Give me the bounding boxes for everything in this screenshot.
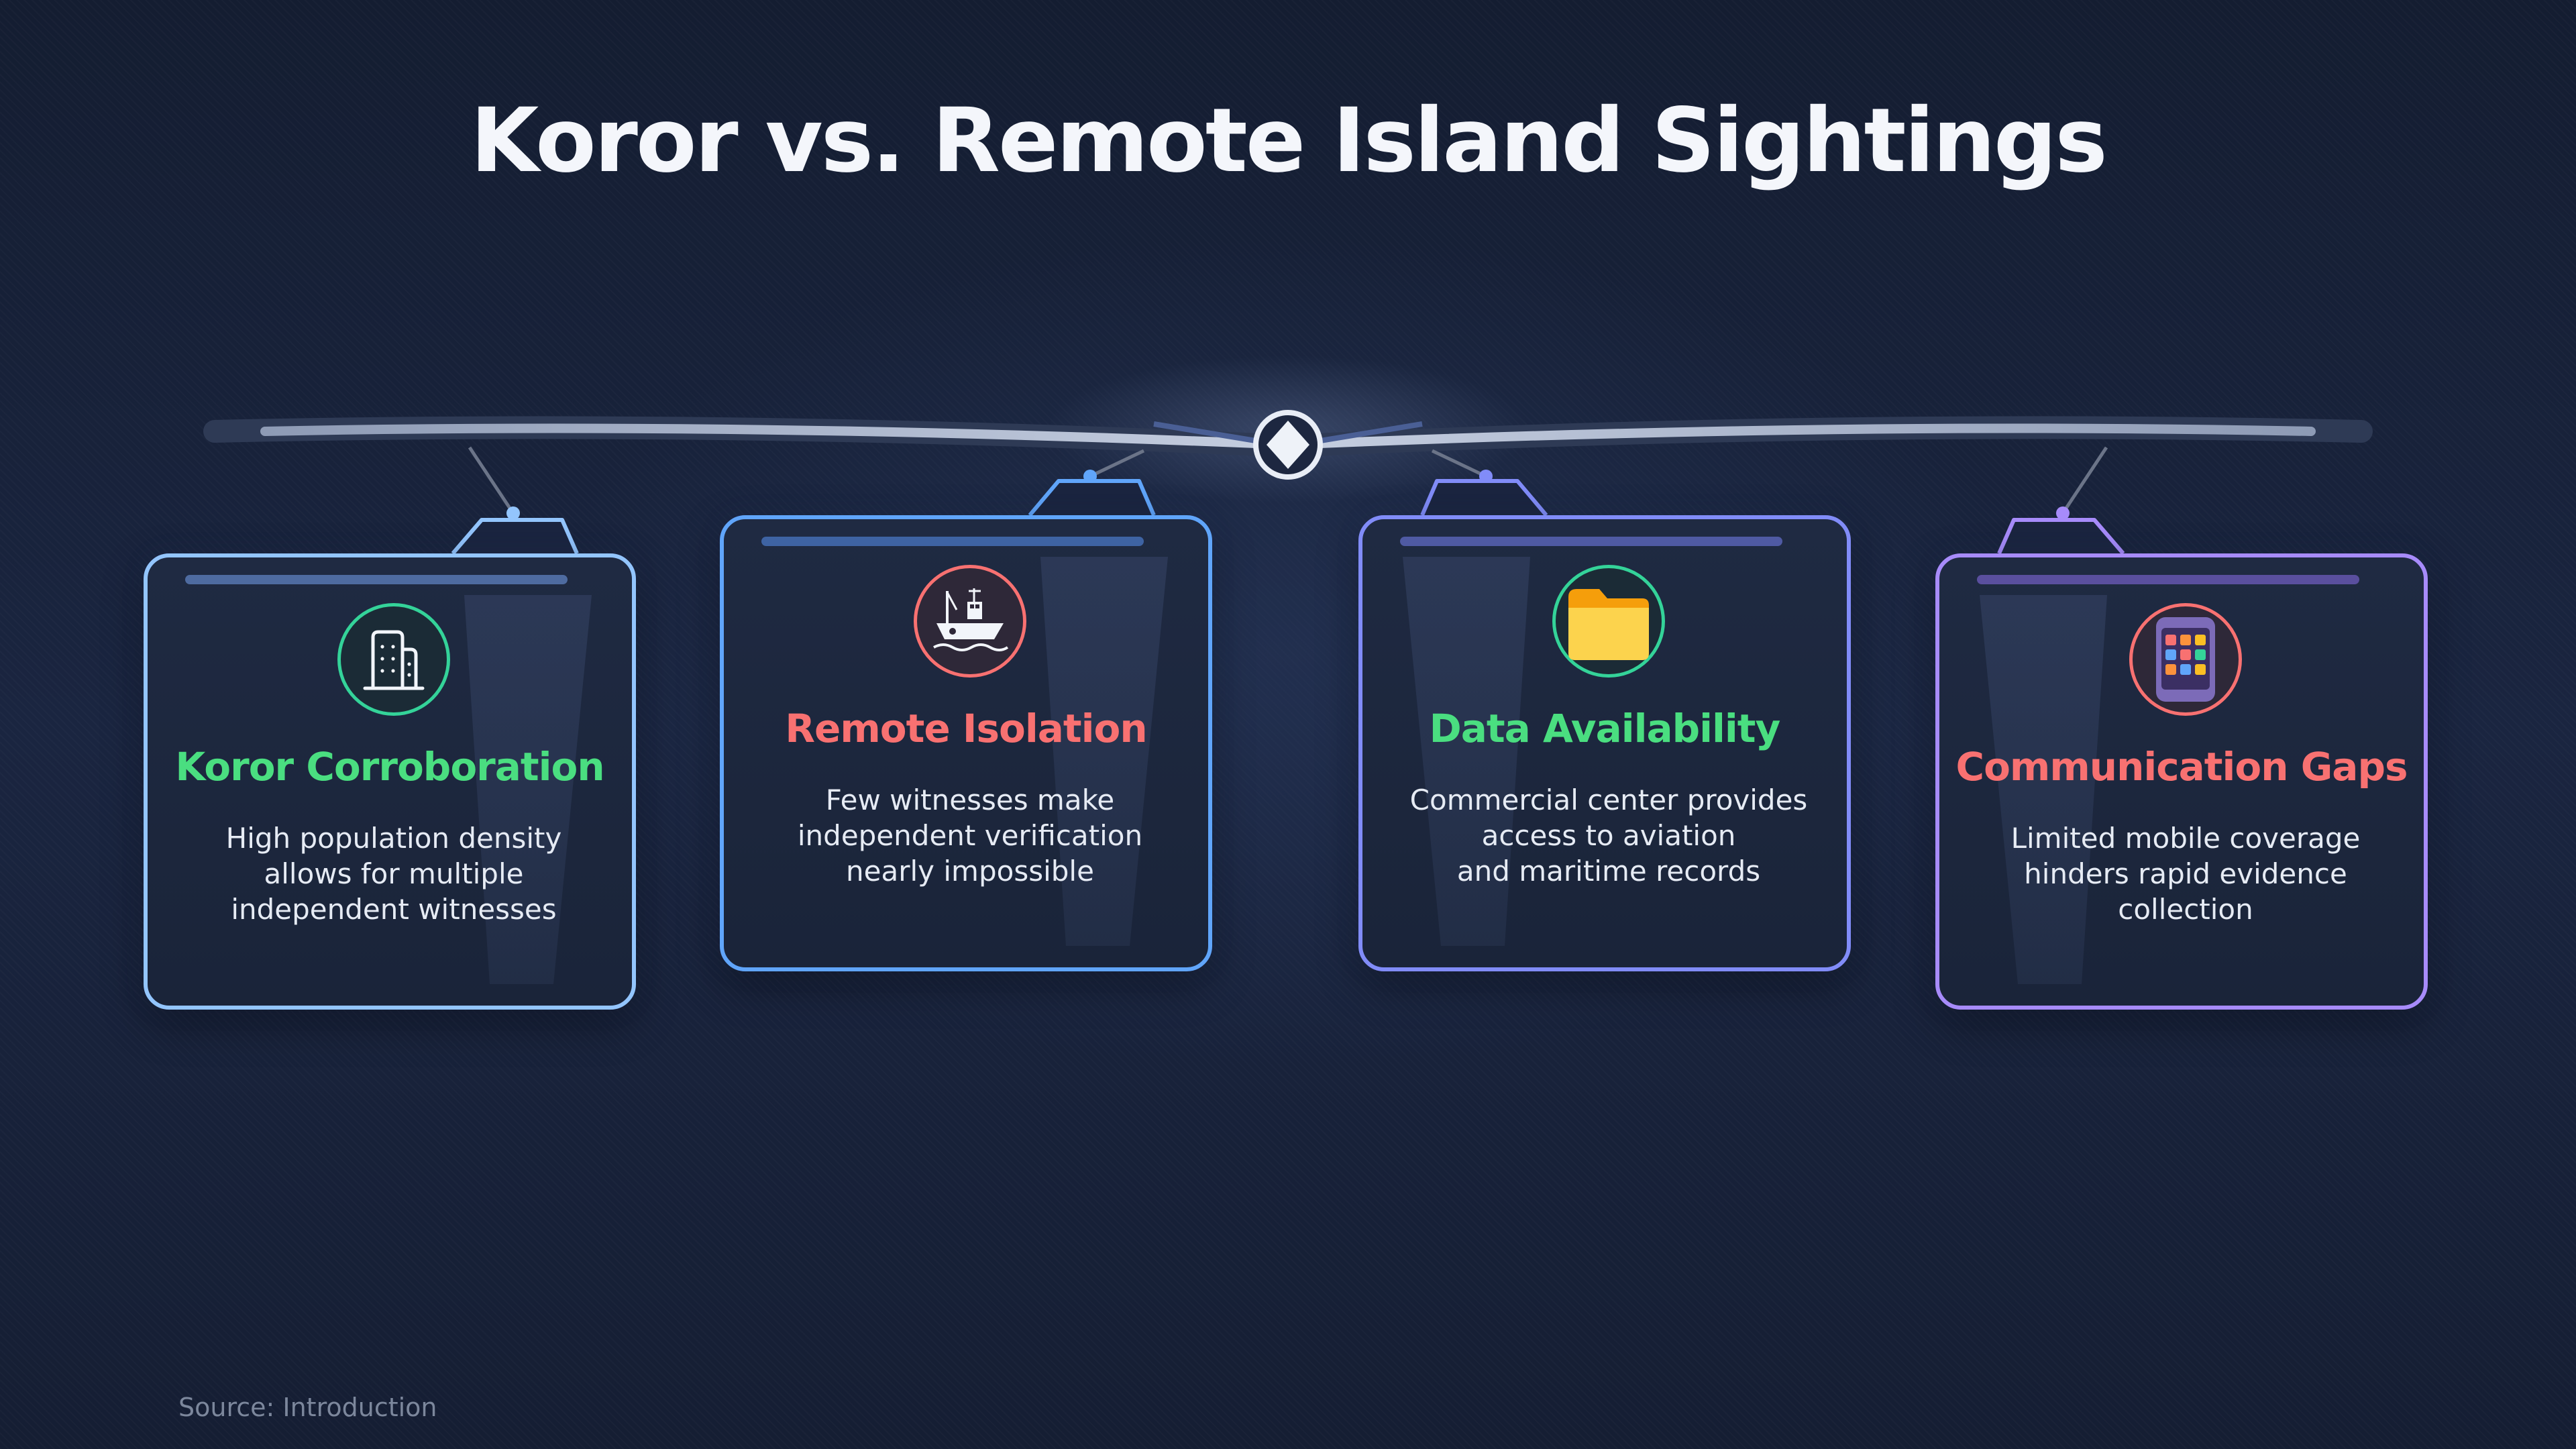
hanger-tab-2 bbox=[1028, 479, 1156, 517]
hanger-wire-4 bbox=[2061, 446, 2108, 515]
source-note: Source: Introduction bbox=[178, 1393, 437, 1422]
hanger-pin-3 bbox=[1479, 470, 1493, 483]
hanger-pin-1 bbox=[506, 506, 520, 520]
card-header-bar bbox=[1977, 575, 2359, 584]
card-description: Limited mobile coverage hinders rapid ev… bbox=[2010, 822, 2361, 926]
card-title: Remote Isolation bbox=[785, 706, 1147, 751]
mobile-phone-icon bbox=[2156, 617, 2215, 702]
icon-circle bbox=[2129, 603, 2242, 716]
hanger-tab-4 bbox=[1997, 518, 2125, 555]
card-description: Commercial center provides access to avi… bbox=[1409, 784, 1808, 888]
page-title: Koror vs. Remote Island Sightings bbox=[470, 89, 2108, 193]
beam-accent-left bbox=[1153, 421, 1269, 445]
hanger-pin-2 bbox=[1083, 470, 1097, 483]
card-title: Data Availability bbox=[1429, 706, 1781, 751]
card-koror-corroboration: Koror Corroboration High population dens… bbox=[144, 553, 636, 1010]
card-description: Few witnesses make independent verificat… bbox=[797, 784, 1143, 888]
card-remote-isolation: Remote Isolation Few witnesses make inde… bbox=[720, 515, 1212, 971]
hanger-wire-1 bbox=[468, 446, 515, 515]
folder-icon bbox=[1568, 589, 1649, 660]
fishing-boat-icon bbox=[933, 588, 1009, 651]
hanger-tab-3 bbox=[1420, 479, 1548, 517]
card-title: Communication Gaps bbox=[1955, 744, 2408, 790]
hanger-pin-4 bbox=[2056, 506, 2070, 520]
hanger-tab-1 bbox=[451, 518, 579, 555]
icon-circle bbox=[1552, 565, 1665, 678]
card-data-availability: Data Availability Commercial center prov… bbox=[1358, 515, 1851, 971]
hanger-wire-3 bbox=[1431, 449, 1487, 478]
card-header-bar bbox=[185, 575, 568, 584]
card-communication-gaps: Communication Gaps Limited mobile covera… bbox=[1935, 553, 2428, 1010]
city-buildings-icon bbox=[363, 630, 425, 690]
beam-accent-right bbox=[1307, 421, 1423, 445]
card-title: Koror Corroboration bbox=[175, 744, 604, 790]
hanger-wire-2 bbox=[1089, 449, 1145, 478]
card-header-bar bbox=[1400, 537, 1782, 546]
card-description: High population density allows for multi… bbox=[225, 822, 562, 926]
icon-circle bbox=[337, 603, 450, 716]
diamond-fulcrum-icon bbox=[1253, 410, 1323, 480]
card-header-bar bbox=[761, 537, 1144, 546]
icon-circle bbox=[914, 565, 1026, 678]
